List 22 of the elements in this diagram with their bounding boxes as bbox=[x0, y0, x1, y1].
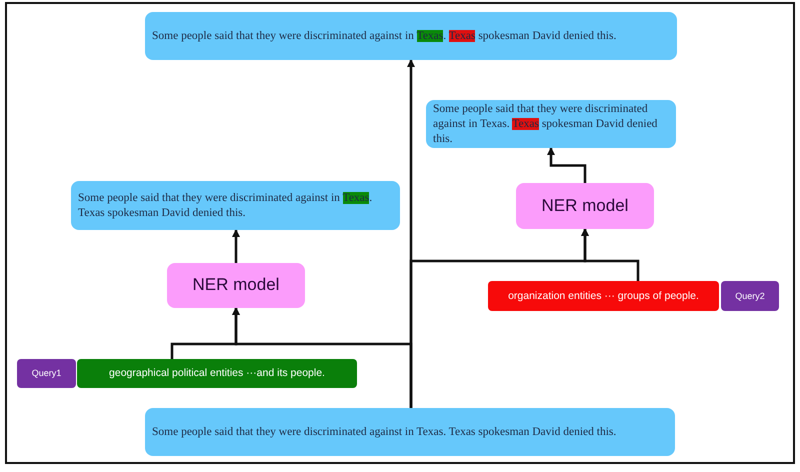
model-box bbox=[516, 183, 654, 229]
model-box bbox=[167, 263, 305, 308]
arrow bbox=[170, 307, 240, 359]
sentence-box bbox=[145, 408, 675, 456]
sentence-text: Some people said that they were discriminated against in Texas. Texas spokesman David denied this. bbox=[152, 424, 616, 440]
sentence-box bbox=[426, 100, 676, 148]
arrow bbox=[547, 147, 586, 183]
query-label: Query1 bbox=[32, 368, 62, 379]
sentence-text: geographical political entities ···and its people. bbox=[109, 367, 325, 380]
sentence-text: organization entities ··· groups of people. bbox=[508, 290, 699, 302]
query-text-box bbox=[77, 359, 357, 388]
query-tag bbox=[721, 281, 779, 311]
sentence-text: Some people said that they were discriminated against in Texas. Texas spokesman David denied this. bbox=[433, 102, 658, 146]
arrow bbox=[232, 229, 240, 263]
query-text-box bbox=[488, 281, 719, 311]
query-tag bbox=[17, 359, 76, 388]
sentence-box bbox=[145, 12, 677, 60]
arrow bbox=[581, 228, 640, 281]
model-label: NER model bbox=[192, 275, 280, 296]
sentence-box bbox=[71, 181, 400, 230]
query-label: Query2 bbox=[735, 290, 765, 302]
model-label: NER model bbox=[542, 196, 628, 216]
